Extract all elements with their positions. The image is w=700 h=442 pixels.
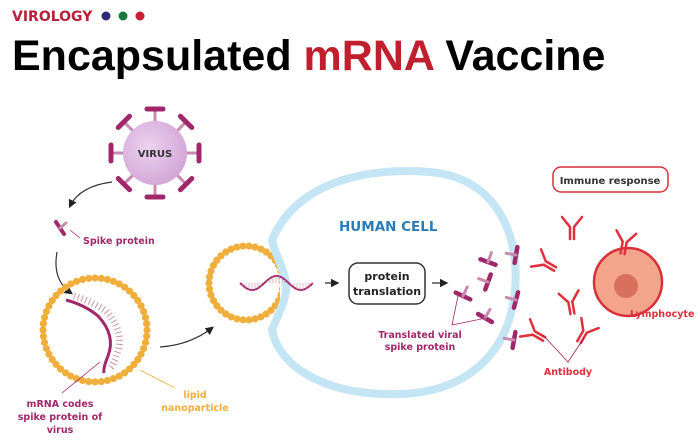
antibody-icon <box>615 229 638 256</box>
antibody-label: Antibody <box>544 367 593 378</box>
spike-protein-icon <box>475 307 495 325</box>
lymphocyte-label: Lymphocyte <box>630 309 694 320</box>
svg-text:virus: virus <box>47 425 74 436</box>
svg-text:nanoparticle: nanoparticle <box>161 403 229 414</box>
svg-text:mRNA codes: mRNA codes <box>27 399 94 410</box>
leader-line <box>69 229 81 239</box>
svg-text:spike protein of: spike protein of <box>18 412 103 423</box>
dot-green <box>118 11 128 21</box>
antibody-icon <box>529 248 558 272</box>
svg-text:lipid: lipid <box>183 390 206 401</box>
leader-line <box>61 361 101 394</box>
category-label: VIROLOGY <box>12 9 93 25</box>
protein-translation-label: protein translation <box>353 270 421 298</box>
virus-label: VIRUS <box>138 149 172 160</box>
protein-translation-box <box>348 262 426 305</box>
spike-protein-icon <box>502 329 518 351</box>
spike-protein-icon <box>54 220 68 236</box>
leader-line <box>542 334 585 363</box>
svg-text:Translated viral: Translated viral <box>378 330 462 341</box>
antibody-icon <box>576 316 600 345</box>
immune-response-box <box>552 166 669 193</box>
human-cell-label: HUMAN CELL <box>339 219 438 235</box>
spike-protein-label: Spike protein <box>83 236 155 247</box>
antibody-icon <box>557 289 580 316</box>
lipid-nanoparticle-label: lipid nanoparticle <box>161 390 229 414</box>
dot-navy <box>101 11 111 21</box>
spike-protein-icon <box>504 244 520 266</box>
arrow-icon <box>55 251 73 295</box>
human-cell-membrane <box>267 167 520 399</box>
leader-line <box>451 295 487 326</box>
spike-protein-icon <box>453 285 473 302</box>
leader-line <box>139 369 176 389</box>
immune-response-label: Immune response <box>560 176 661 187</box>
translated-spike-label: Translated viral spike protein <box>378 330 462 353</box>
lipid-nanoparticle-icon <box>39 274 151 386</box>
arrow-icon <box>68 181 113 209</box>
dot-red <box>135 11 145 21</box>
spike-protein-icon <box>504 290 521 310</box>
page-title: Encapsulated mRNA Vaccine <box>12 32 605 80</box>
antibody-icon <box>560 215 584 241</box>
svg-text:protein: protein <box>364 270 409 283</box>
virus-icon <box>108 106 202 200</box>
mrna-wave-icon <box>239 275 314 291</box>
svg-text:spike protein: spike protein <box>385 342 456 353</box>
arrow-icon <box>159 326 214 348</box>
svg-text:translation: translation <box>353 285 421 298</box>
lymphocyte-icon <box>592 246 664 318</box>
spike-protein-icon <box>478 251 498 267</box>
spike-protein-icon <box>477 272 493 292</box>
antibody-icon <box>518 318 547 342</box>
mrna-strand-icon <box>65 292 123 374</box>
mrna-label: mRNA codes spike protein of virus <box>18 399 103 436</box>
